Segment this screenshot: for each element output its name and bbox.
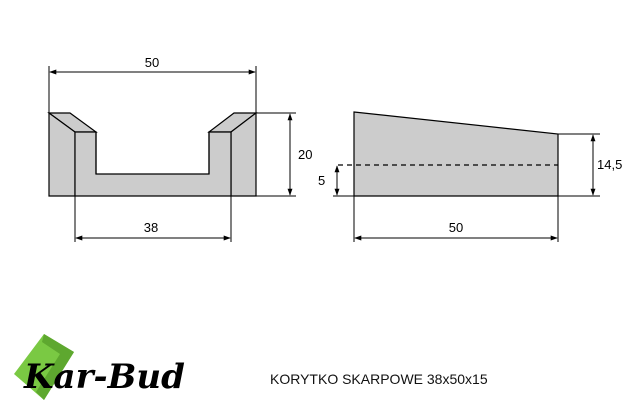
front-width-label: 50 [145,55,159,70]
side-view: 5 14,5 50 [318,111,622,242]
front-view: 50 38 20 [47,55,312,242]
side-depth-label: 5 [318,173,325,188]
side-height-label: 14,5 [597,157,622,172]
side-length-label: 50 [449,220,463,235]
front-height-label: 20 [298,147,312,162]
product-title: KORYTKO SKARPOWE 38x50x15 [270,371,488,387]
front-view-u-section [74,131,232,197]
logo-text: Kar-Bud [23,357,185,397]
front-inner-width-label: 38 [144,220,158,235]
kar-bud-logo: Kar-Bud [14,334,185,400]
side-view-body [353,111,559,197]
